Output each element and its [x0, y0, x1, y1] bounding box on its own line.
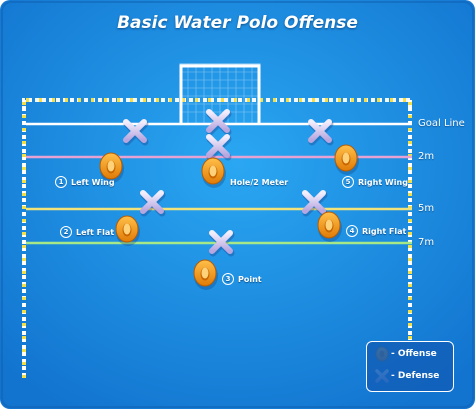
offense-marker: [317, 211, 342, 242]
defense-marker: [302, 190, 328, 217]
offense-markers: [99, 144, 359, 290]
position-name: Left Wing: [71, 177, 115, 187]
position-label-left-flat: 2 Left Flat: [60, 226, 114, 238]
position-name: Left Flat: [76, 227, 115, 237]
two-meter-label: 2m: [418, 151, 435, 162]
defense-marker: [209, 230, 235, 257]
position-number: 2: [60, 226, 72, 238]
five-meter-label: 5m: [418, 203, 435, 214]
offense-marker: [99, 152, 124, 183]
legend-offense-row: - Offense: [391, 349, 437, 359]
goal-line-label: Goal Line: [418, 118, 465, 129]
defense-markers: [123, 109, 334, 257]
defense-marker: [308, 119, 334, 146]
position-name: Right Flat: [362, 226, 407, 236]
position-number: 5: [342, 176, 354, 188]
position-number: 1: [55, 176, 67, 188]
defense-marker: [123, 119, 149, 146]
offense-marker: [201, 157, 226, 188]
position-number: 4: [346, 225, 358, 237]
position-label-right-flat: 4 Right Flat: [346, 225, 406, 237]
offense-marker: [334, 144, 359, 175]
position-name: Point: [238, 274, 262, 284]
defense-marker: [140, 190, 166, 217]
position-label-hole: Hole/2 Meter: [230, 178, 288, 187]
offense-marker: [115, 215, 140, 246]
position-label-point: 3 Point: [222, 273, 262, 285]
position-name: Hole/2 Meter: [230, 178, 289, 187]
lane-rope-border: [22, 98, 412, 380]
legend-defense-label: - Defense: [391, 371, 440, 381]
position-number: 3: [222, 273, 234, 285]
page-title: Basic Water Polo Offense: [117, 13, 358, 33]
seven-meter-label: 7m: [418, 237, 435, 248]
goal-net: [179, 63, 261, 125]
position-label-right-wing: 5 Right Wing: [342, 176, 408, 188]
position-name: Right Wing: [358, 177, 408, 187]
defense-marker: [206, 134, 232, 161]
position-label-left-wing: 1 Left Wing: [55, 176, 115, 188]
legend-defense-row: - Defense: [391, 371, 439, 381]
offense-marker: [193, 259, 218, 290]
defense-marker: [206, 109, 232, 136]
legend: - Offense - Defense: [366, 341, 454, 392]
legend-offense-label: - Offense: [391, 349, 437, 359]
